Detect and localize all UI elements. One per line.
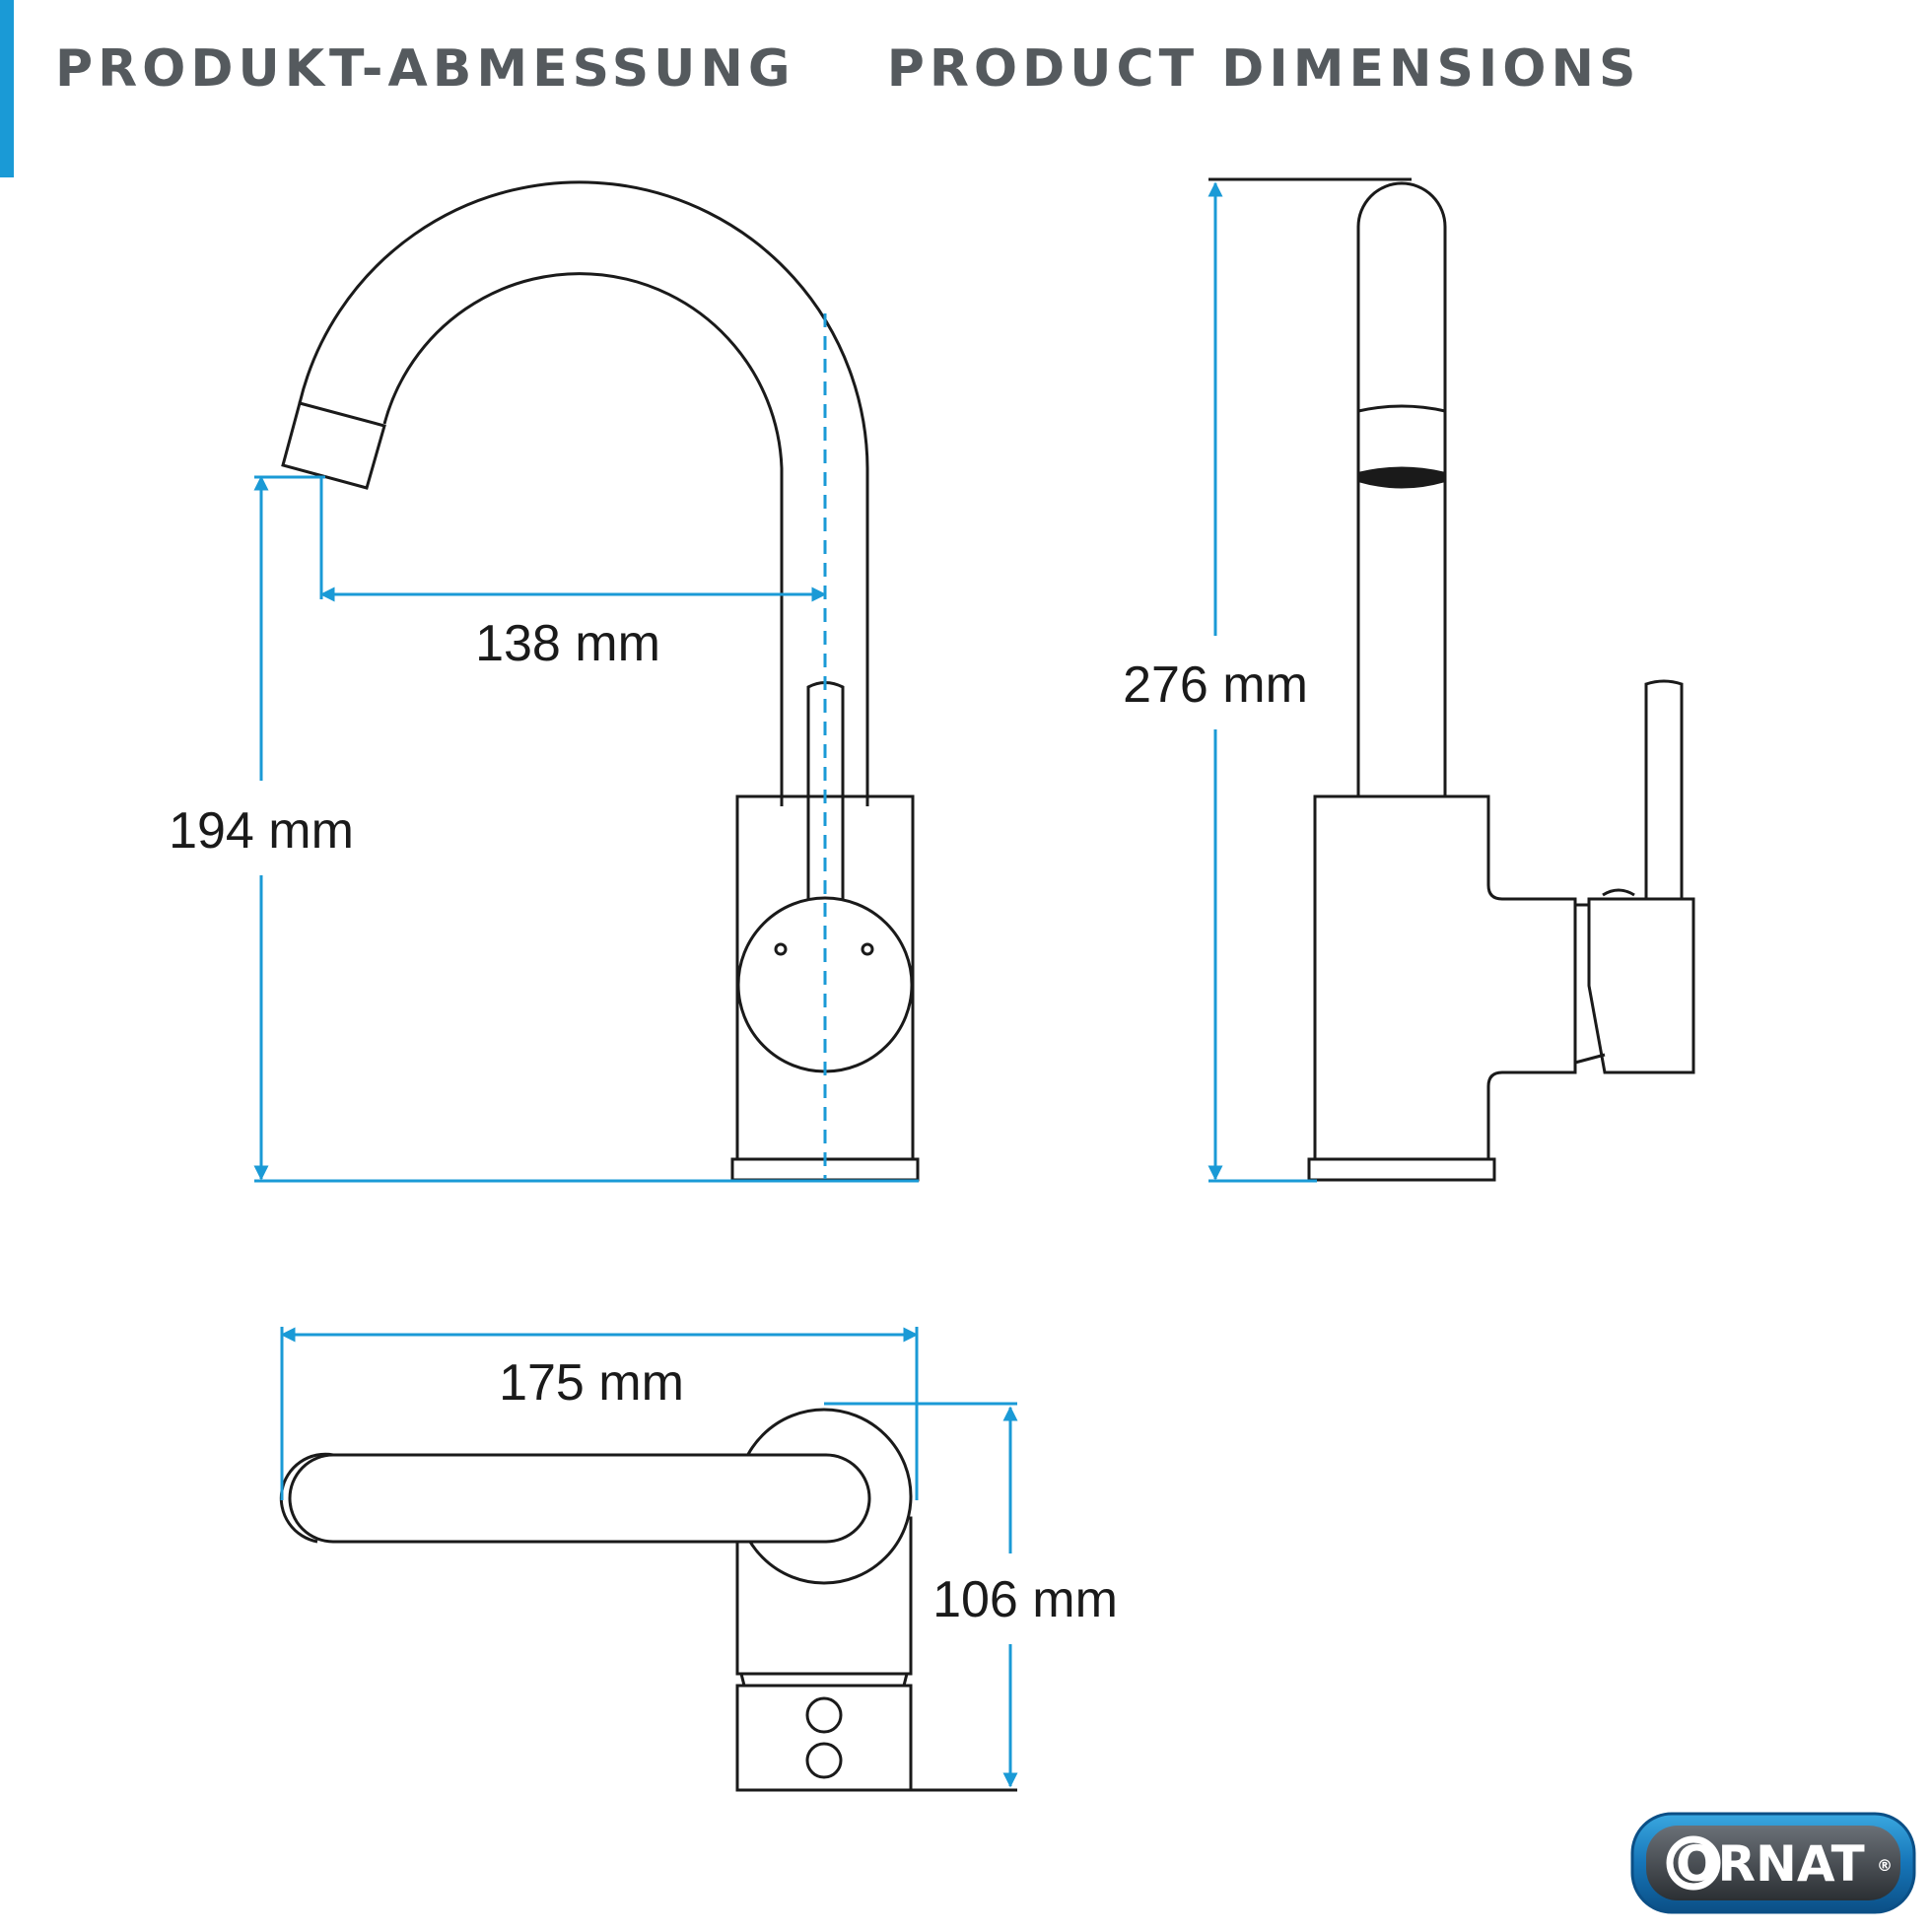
- side-aerator: [1358, 466, 1445, 489]
- logo-circle-icon: [1666, 1835, 1721, 1891]
- front-dimensions: [253, 475, 919, 1183]
- title-german: PRODUKT-ABMESSUNG: [55, 39, 795, 99]
- side-spout: [1356, 181, 1447, 796]
- top-hole-2: [805, 1742, 843, 1779]
- top-view: [279, 1408, 913, 1792]
- side-base: [1307, 1157, 1496, 1182]
- top-dimensions: [280, 1327, 1018, 1792]
- front-screw-left: [774, 942, 788, 956]
- front-screw-right: [861, 942, 874, 956]
- front-view: [281, 180, 920, 1182]
- side-lever: [1644, 679, 1684, 899]
- label-total-height: 276 mm: [1123, 656, 1308, 714]
- title-english: PRODUCT DIMENSIONS: [886, 39, 1641, 99]
- side-view: [1307, 181, 1695, 1182]
- front-spout-inner: [382, 272, 784, 806]
- accent-bar: [0, 0, 14, 177]
- side-dimensions: [1208, 177, 1412, 1183]
- front-aerator: [281, 401, 386, 490]
- logo-text: ORNAT: [1676, 1835, 1865, 1893]
- side-aerator-band: [1357, 404, 1446, 413]
- side-body: [1313, 794, 1577, 1161]
- brand-logo: ORNAT ®: [1630, 1812, 1916, 1914]
- logo-registered: ®: [1877, 1856, 1893, 1875]
- top-lever: [288, 1453, 871, 1544]
- label-base-depth: 106 mm: [932, 1571, 1118, 1628]
- side-lever-joint: [1574, 888, 1635, 1065]
- top-base-block: [735, 1684, 913, 1792]
- front-spout-outer: [298, 180, 869, 806]
- label-spout-height: 194 mm: [169, 802, 354, 860]
- top-body-step: [739, 1673, 909, 1687]
- page-header: PRODUKT-ABMESSUNG PRODUCT DIMENSIONS: [55, 39, 1640, 99]
- label-spout-reach: 138 mm: [475, 615, 660, 672]
- side-lever-hub: [1587, 897, 1695, 1074]
- top-hole-1: [805, 1696, 843, 1734]
- label-total-length: 175 mm: [499, 1354, 684, 1412]
